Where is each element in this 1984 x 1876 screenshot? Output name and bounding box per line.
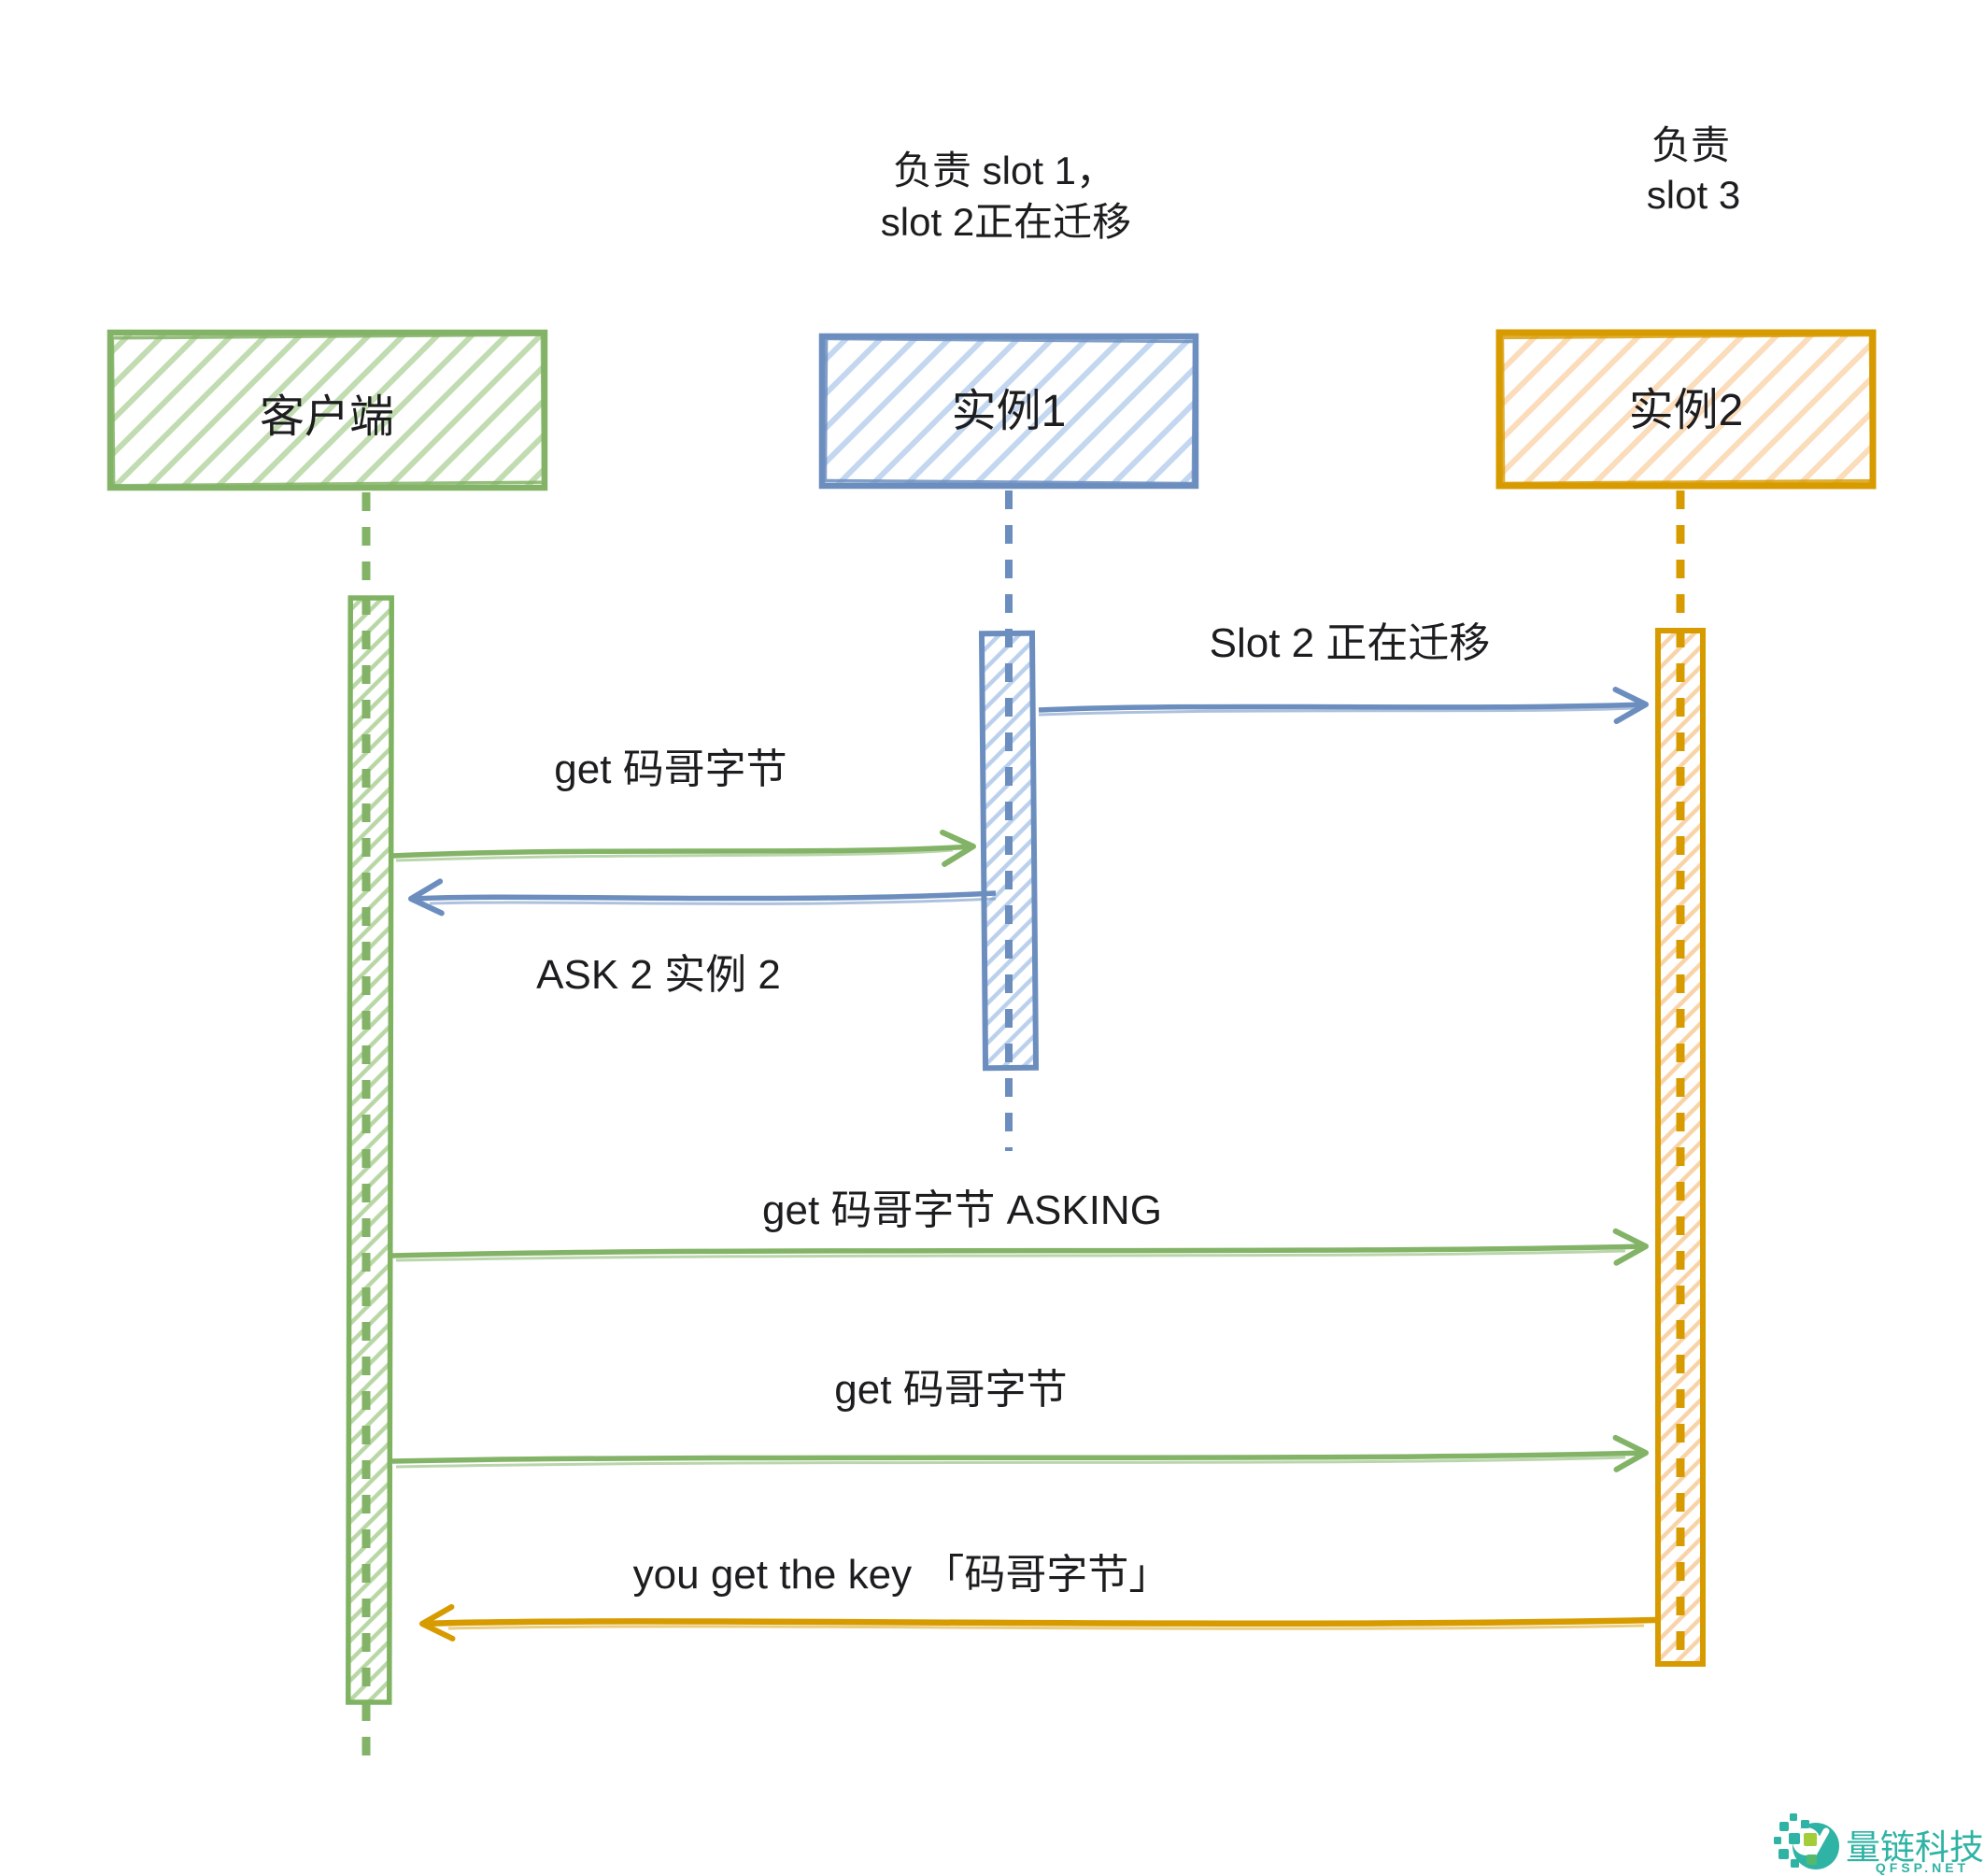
client-activation-bar-border [346, 595, 394, 1705]
instance1-role-note: 负责 slot 1， slot 2正在迁移 [881, 149, 1131, 244]
message-label: ASK 2 实例 2 [536, 952, 781, 998]
actor-instance1-box [818, 333, 1199, 490]
message-you-get-the-key: you get the key 「码哥字节」 [419, 1552, 1656, 1642]
instance2-role-note-line1: 负责 [1651, 123, 1730, 167]
actor-client-box-sketch [110, 333, 546, 488]
actor-client-box [106, 329, 548, 491]
brand-domain: QFSP.NET [1876, 1860, 1969, 1875]
actor-client-label: 客户端 [260, 392, 394, 442]
message-arrow-sketch [395, 848, 954, 862]
instance1-role-note-line2: slot 2正在迁移 [881, 200, 1131, 244]
actor-client: 客户端 [106, 329, 548, 491]
actor-instance2: 实例2 [1495, 329, 1877, 490]
message-get-key-1: get 码哥字节 [391, 746, 976, 867]
message-get-key-asking: get 码哥字节 ASKING [391, 1187, 1649, 1266]
actor-instance2-label: 实例2 [1629, 386, 1744, 435]
instance2-activation-bar-border [1655, 628, 1706, 1667]
instance2-role-note: 负责 slot 3 [1647, 123, 1740, 217]
message-label: get 码哥字节 [834, 1367, 1067, 1413]
message-arrow-sketch [395, 1456, 1626, 1469]
instance1-activation-bar-border [978, 630, 1040, 1072]
message-arrow [391, 1434, 1649, 1472]
message-arrow-sketch [447, 1624, 1645, 1630]
actor-instance1-box-sketch [823, 336, 1197, 486]
message-label: get 码哥字节 ASKING [762, 1187, 1162, 1233]
message-arrow [391, 1228, 1649, 1266]
brand-name: 量链科技 [1846, 1828, 1984, 1867]
message-arrow [419, 1603, 1656, 1642]
actor-instance1: 实例1 [818, 333, 1199, 490]
message-arrow-sketch [395, 1249, 1626, 1262]
message-arrow [1038, 687, 1649, 725]
message-ask-redirect: ASK 2 实例 2 [408, 878, 997, 998]
message-arrow-sketch [1038, 706, 1636, 717]
message-get-key-2: get 码哥字节 [391, 1367, 1649, 1472]
message-arrow-sketch [429, 897, 997, 905]
message-label: Slot 2 正在迁移 [1210, 620, 1491, 666]
actor-instance2-box [1495, 329, 1877, 490]
message-slot2-migrating: Slot 2 正在迁移 [1038, 620, 1649, 725]
instance2-role-note-line2: slot 3 [1647, 173, 1740, 217]
message-arrow [391, 829, 976, 867]
pixel-circle-logo-icon [1774, 1813, 1839, 1869]
actor-instance2-box-sketch [1500, 333, 1874, 486]
message-label: get 码哥字节 [554, 746, 787, 792]
instance1-role-note-line1: 负责 slot 1， [893, 149, 1115, 192]
actor-instance1-label: 实例1 [952, 387, 1067, 436]
message-label: you get the key 「码哥字节」 [633, 1552, 1170, 1598]
brand-watermark: 量链科技 QFSP.NET [1774, 1813, 1984, 1875]
message-arrow [408, 878, 997, 917]
